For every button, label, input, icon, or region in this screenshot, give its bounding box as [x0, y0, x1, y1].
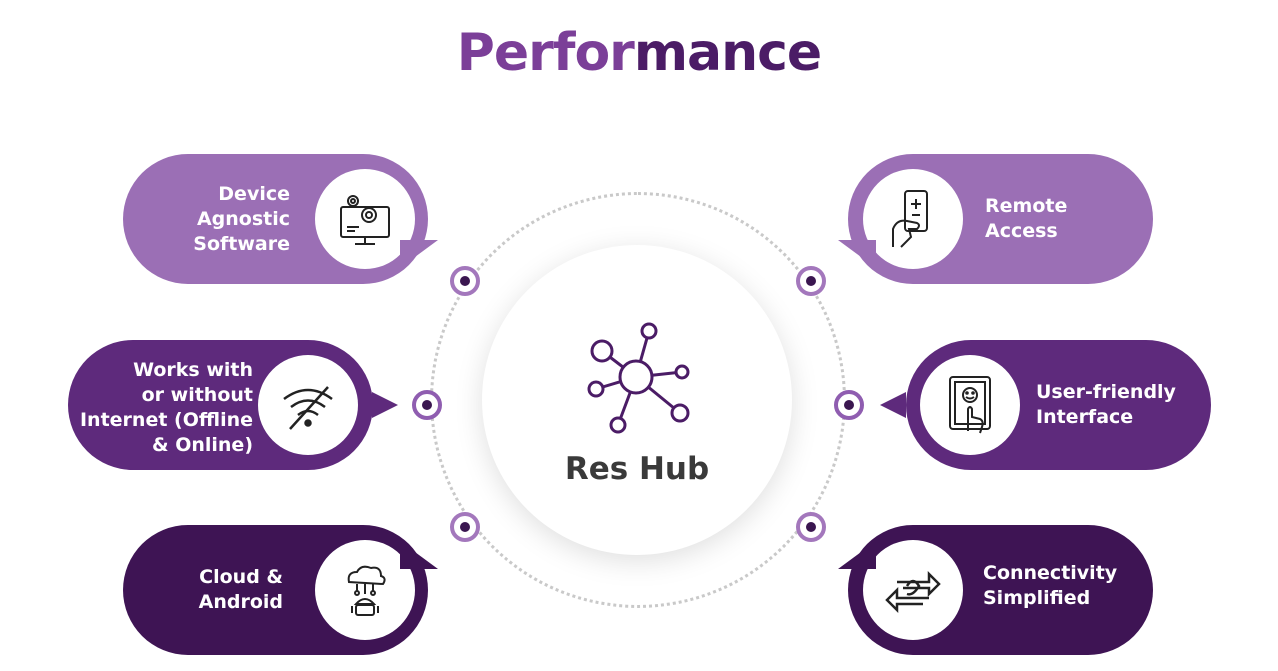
exchange-arrows-icon	[863, 540, 963, 640]
wifi-off-icon	[258, 355, 358, 455]
page-title: Performance	[456, 23, 822, 83]
cloud-android-icon	[315, 540, 415, 640]
connector-dot	[412, 390, 442, 420]
connector-dot	[796, 512, 826, 542]
connector-dot	[450, 512, 480, 542]
connector-dot	[450, 266, 480, 296]
touch-screen-icon	[920, 355, 1020, 455]
remote-control-icon	[863, 169, 963, 269]
network-hub-icon	[587, 322, 690, 434]
connector-dot	[834, 390, 864, 420]
bubble-tail	[880, 392, 906, 418]
feature-cloud-android: Cloud &Android	[123, 525, 428, 655]
connector-dot	[796, 266, 826, 296]
bubble-tail	[400, 541, 438, 569]
bubble-tail	[372, 392, 398, 418]
feature-label: Cloud &Android	[198, 566, 283, 613]
bubble-tail	[838, 541, 876, 569]
res-hub-center: Res Hub	[482, 245, 792, 555]
bubble-tail	[838, 240, 876, 268]
hub-label: Res Hub	[564, 451, 710, 487]
bubble-tail	[400, 240, 438, 268]
monitor-gears-icon	[315, 169, 415, 269]
